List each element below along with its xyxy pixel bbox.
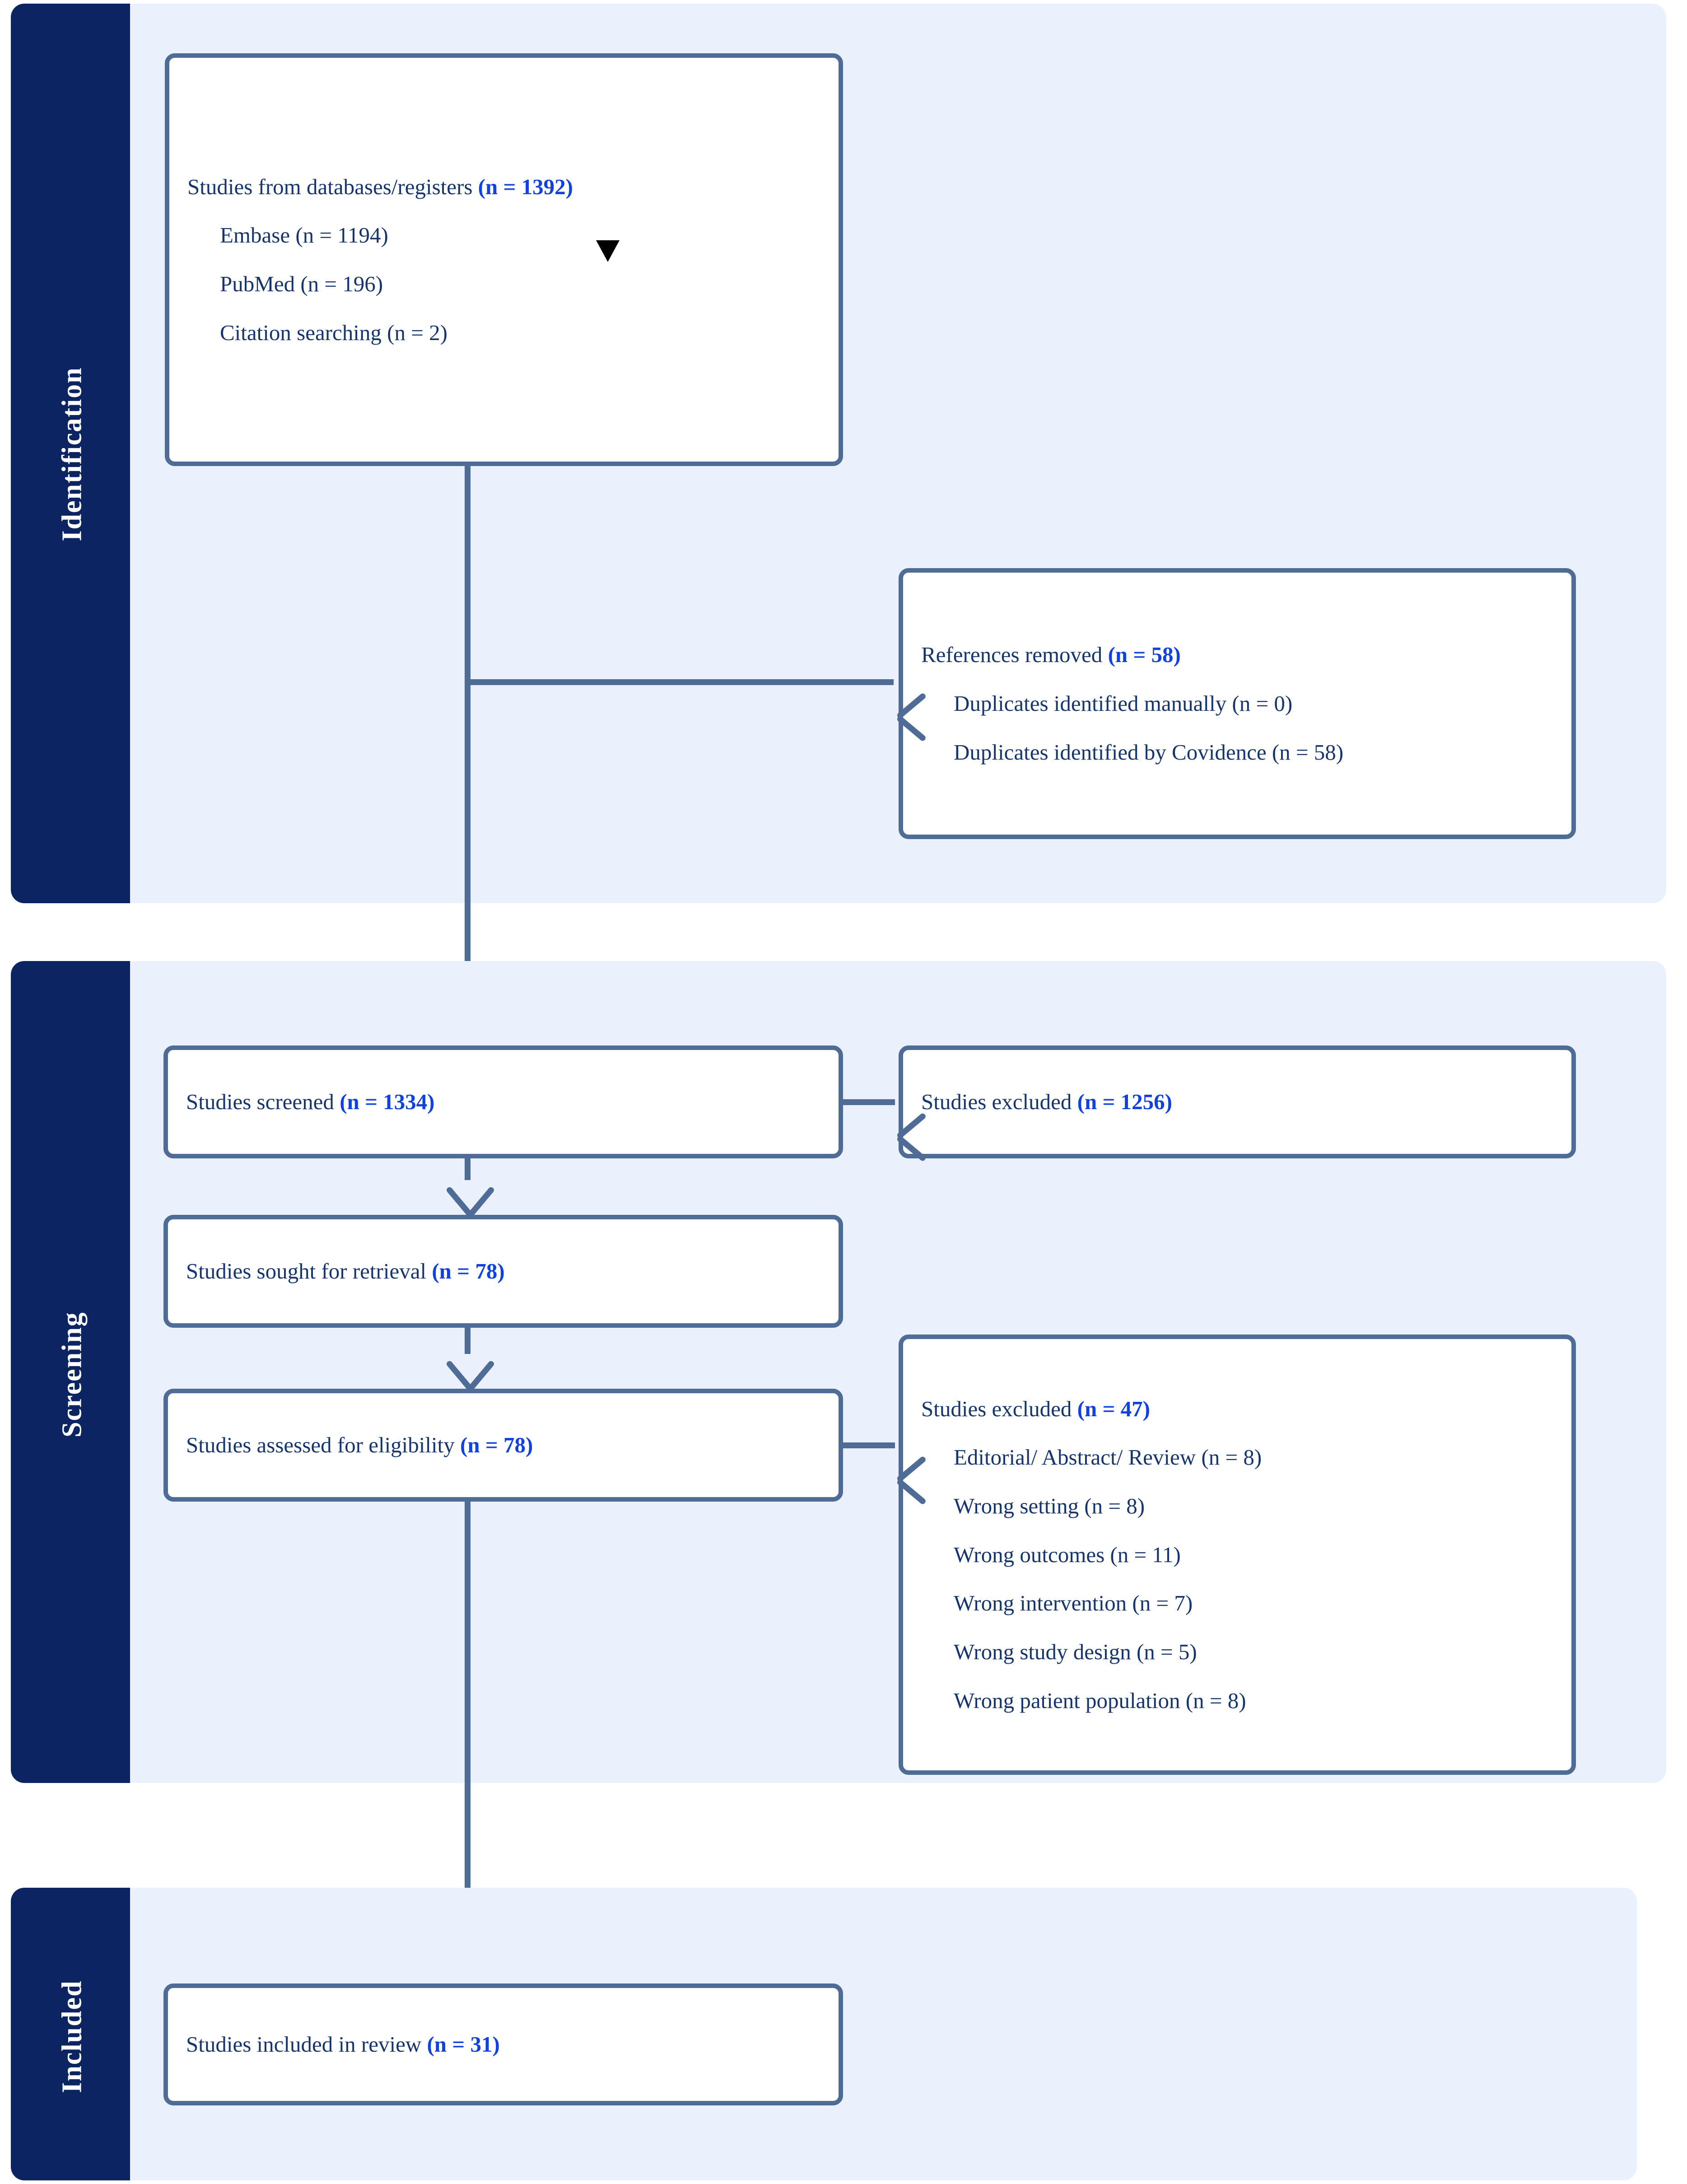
exclusion-reason-editorial: Editorial/ Abstract/ Review (n = 8): [954, 1445, 1262, 1470]
exclusion-reason-wrong-outcomes: Wrong outcomes (n = 11): [954, 1542, 1181, 1567]
studies-included-label: Studies included in review: [186, 2032, 427, 2057]
records-identified-label: Studies from databases/registers: [187, 174, 478, 199]
phase-label-included: Included: [56, 1980, 88, 2093]
reports-assessed-label: Studies assessed for eligibility: [186, 1433, 460, 1458]
phase-tab-identification: [11, 4, 130, 903]
exclusion-reason-wrong-intervention: Wrong intervention (n = 7): [954, 1591, 1193, 1616]
connector-screened-to-sought: [465, 1158, 471, 1180]
records-screened-label: Studies screened: [186, 1089, 340, 1115]
connector-assessed-to-included: [465, 1502, 471, 1953]
node-reports-assessed-title: Studies assessed for eligibility (n = 78…: [168, 1431, 839, 1460]
connector-identified-to-screened: [465, 466, 471, 1046]
node-records-identified: Studies from databases/registers (n = 13…: [165, 53, 843, 466]
reports-excluded-label: Studies excluded: [921, 1396, 1077, 1421]
node-records-screened: Studies screened (n = 1334): [163, 1045, 843, 1158]
records-removed-count: (n = 58): [1108, 642, 1181, 667]
node-records-removed: References removed (n = 58) Duplicates i…: [899, 568, 1576, 839]
node-records-excluded: Studies excluded (n = 1256): [899, 1045, 1576, 1158]
node-reports-excluded: Studies excluded (n = 47) Editorial/ Abs…: [899, 1335, 1576, 1775]
source-pubmed: PubMed (n = 196): [220, 271, 383, 296]
exclusion-reason-wrong-study-design: Wrong study design (n = 5): [954, 1639, 1197, 1665]
phase-tab-included: [11, 1888, 130, 2180]
triangle-marker-icon: [596, 240, 620, 262]
connector-assessed-to-reports-excluded: [843, 1442, 895, 1448]
records-removed-label: References removed: [921, 642, 1108, 667]
node-reports-sought: Studies sought for retrieval (n = 78): [163, 1215, 843, 1328]
node-records-identified-title: Studies from databases/registers (n = 13…: [169, 173, 839, 201]
records-screened-count: (n = 1334): [340, 1089, 435, 1115]
source-citation-searching: Citation searching (n = 2): [220, 320, 447, 345]
exclusion-reason-wrong-patient-population: Wrong patient population (n = 8): [954, 1688, 1246, 1713]
removed-duplicates-manual: Duplicates identified manually (n = 0): [954, 691, 1293, 716]
node-reports-sought-title: Studies sought for retrieval (n = 78): [168, 1257, 839, 1286]
reports-excluded-count: (n = 47): [1077, 1396, 1150, 1421]
phase-label-screening: Screening: [56, 1311, 88, 1437]
connector-sought-to-assessed: [465, 1328, 471, 1354]
records-excluded-count: (n = 1256): [1077, 1089, 1172, 1115]
phase-tab-screening: [11, 961, 130, 1783]
records-excluded-label: Studies excluded: [921, 1089, 1077, 1115]
connector-identified-to-removed: [465, 679, 894, 685]
node-reports-excluded-title: Studies excluded (n = 47): [903, 1395, 1571, 1423]
node-records-screened-title: Studies screened (n = 1334): [168, 1087, 839, 1116]
records-identified-count: (n = 1392): [478, 174, 573, 199]
exclusion-reason-wrong-setting: Wrong setting (n = 8): [954, 1493, 1145, 1518]
connector-screened-to-excluded: [843, 1099, 895, 1105]
reports-assessed-count: (n = 78): [460, 1433, 533, 1458]
node-studies-included: Studies included in review (n = 31): [163, 1983, 843, 2105]
node-reports-assessed: Studies assessed for eligibility (n = 78…: [163, 1389, 843, 1502]
phase-label-identification: Identification: [56, 367, 88, 541]
source-embase: Embase (n = 1194): [220, 223, 388, 248]
studies-included-count: (n = 31): [427, 2032, 500, 2057]
reports-sought-count: (n = 78): [432, 1259, 505, 1284]
node-records-excluded-title: Studies excluded (n = 1256): [903, 1087, 1571, 1116]
node-studies-included-title: Studies included in review (n = 31): [168, 2030, 839, 2059]
reports-sought-label: Studies sought for retrieval: [186, 1259, 432, 1284]
node-records-removed-title: References removed (n = 58): [903, 640, 1571, 669]
removed-duplicates-covidence: Duplicates identified by Covidence (n = …: [954, 739, 1344, 765]
